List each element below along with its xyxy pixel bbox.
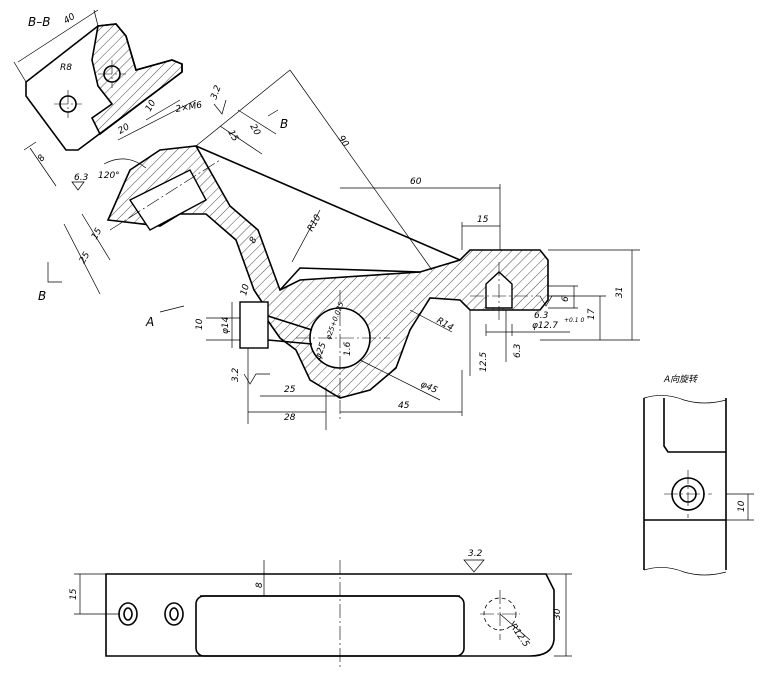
dim-phi12-7-tol: +0.1 0 (564, 317, 584, 324)
dim-15b: 15 (477, 215, 489, 225)
dim-8: 8 (248, 235, 260, 245)
dim-12-5: 12.5 (479, 352, 489, 372)
bottom-outline (105, 573, 555, 657)
dim-d25a: 25 (78, 250, 93, 265)
dim-phi45: φ45 (419, 380, 439, 397)
dim-bottom-r12-5: R12.5 (508, 622, 531, 649)
rough-bottom-3-2: 3.2 (468, 549, 483, 559)
dim-bottom-30: 30 (553, 608, 563, 620)
main-view: 90 60 15 31 17 6 φ12.7 +0.1 0 6.3 12.5 6 (38, 69, 640, 430)
section-bb-view: B–B 40 R8 8 (13, 9, 183, 187)
dim-1-6: 1.6 (343, 341, 353, 356)
section-mark-b-bottom: B (38, 289, 46, 303)
rough-3-2b: 3.2 (231, 367, 241, 382)
section-bb-hatched (90, 23, 183, 136)
view-a-title: A向旋转 (663, 374, 698, 385)
section-bb-label: B–B (28, 15, 50, 29)
dim-d15: 15 (90, 226, 105, 241)
dim-31: 31 (615, 287, 625, 298)
view-a: A向旋转 10 (643, 374, 754, 576)
dim-10a: 10 (239, 283, 252, 297)
rough-3-2a: 3.2 (209, 84, 223, 101)
dim-bb-width: 40 (62, 12, 77, 27)
dim-17: 17 (587, 308, 597, 320)
dim-bb-radius: R8 (60, 63, 72, 73)
dim-r10: R10 (306, 213, 324, 234)
dim-60: 60 (410, 177, 422, 187)
main-body-section (106, 145, 549, 399)
stub-boss (239, 301, 269, 349)
dim-len90: 90 (336, 134, 351, 149)
dim-10b: 10 (195, 318, 205, 330)
dim-arm-20b: 20 (247, 123, 262, 138)
rough-6-3c: 6.3 (534, 311, 549, 321)
dim-bb-thickness: 8 (36, 153, 48, 164)
dim-28: 28 (284, 413, 296, 423)
dim-45: 45 (398, 401, 410, 411)
dim-phi12-7: φ12.7 (532, 321, 558, 331)
bottom-slot (195, 595, 465, 657)
dim-bottom-15: 15 (69, 588, 79, 600)
dim-angle: 120° (98, 171, 120, 181)
rough-6-3a: 6.3 (74, 173, 89, 183)
arm-bore (128, 169, 207, 231)
dim-r14: R14 (435, 316, 456, 334)
bottom-view: 15 8 3.2 R12.5 30 (69, 549, 572, 670)
dim-arm-10: 10 (144, 98, 159, 113)
dim-25b: 25 (284, 385, 296, 395)
view-arrow-label: A (145, 315, 154, 329)
web-outline (195, 145, 461, 291)
dim-bottom-8: 8 (255, 582, 265, 588)
dim-6-3b: 6.3 (513, 343, 523, 358)
dim-phi14: φ14 (221, 316, 231, 334)
section-mark-b-top: B (280, 117, 288, 131)
dim-6: 6 (561, 296, 571, 302)
dim-view-a-10: 10 (737, 500, 747, 512)
dim-thread: 2×M6 (175, 100, 203, 115)
